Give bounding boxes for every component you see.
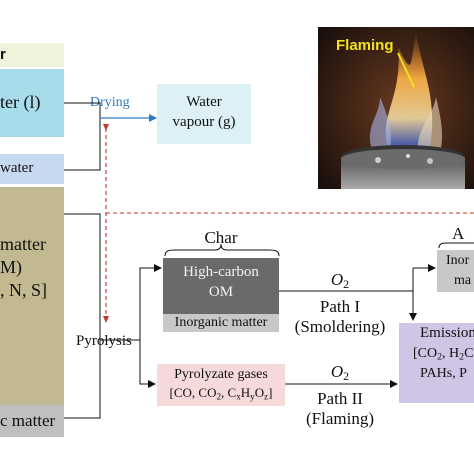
bound-water-label: water bbox=[0, 160, 34, 176]
path1-arrows bbox=[279, 264, 436, 321]
ash-line2: ma bbox=[454, 273, 472, 288]
emission-formula-a: [CO bbox=[413, 346, 438, 361]
organic-matter-line2: M) bbox=[0, 257, 22, 277]
pyrolyzate-formula-sub1: 2 bbox=[216, 391, 222, 402]
emission-line3: PAHs, P bbox=[420, 366, 467, 381]
pyrolysis-arrows bbox=[100, 264, 162, 388]
path1-oxygen: O2 bbox=[290, 270, 390, 292]
organic-matter-box bbox=[0, 187, 64, 405]
high-carbon-line2: OM bbox=[208, 284, 234, 300]
path1-oxygen-sub: 2 bbox=[343, 276, 350, 291]
pyrolyzate-formula-a: [CO, CO bbox=[169, 385, 217, 400]
flame-image bbox=[318, 27, 474, 189]
header-box bbox=[0, 43, 64, 67]
pyrolyzate-formula-sub2: x bbox=[236, 391, 241, 402]
water-vapour-line1: Water bbox=[186, 94, 222, 110]
inorganic-matter-label: c matter bbox=[0, 411, 56, 430]
char-inorganic-label: Inorganic matter bbox=[174, 315, 268, 330]
emission-line1: Emission bbox=[420, 325, 474, 341]
path2-line1: Path II bbox=[317, 389, 363, 408]
pyrolyzate-formula-e: ] bbox=[268, 385, 273, 400]
pyrolyzate-formula-sub4: z bbox=[264, 391, 269, 402]
pyrolyzate-formula-sub3: y bbox=[250, 391, 255, 402]
ash-line1: Inor bbox=[446, 253, 470, 268]
path2-oxygen-symbol: O bbox=[330, 362, 344, 381]
ash-brace bbox=[438, 242, 474, 249]
flaming-photo-label: Flaming bbox=[336, 37, 394, 54]
path1-line1: Path I bbox=[319, 297, 361, 316]
inorganic-matter-box bbox=[0, 405, 64, 437]
left-connector-lines bbox=[64, 102, 101, 419]
heat-feedback-dashed bbox=[103, 124, 474, 323]
char-inorganic-box bbox=[163, 314, 279, 332]
organic-matter-line1: matter bbox=[0, 234, 46, 254]
organic-matter-line3: , N, S] bbox=[0, 280, 48, 300]
high-carbon-om-box bbox=[163, 258, 279, 314]
pyrolysis-label: Pyrolysis bbox=[76, 333, 132, 349]
liquid-water-box bbox=[0, 69, 64, 137]
pyrolyzate-box bbox=[157, 364, 285, 406]
pyrolyzate-formula-d: O bbox=[254, 385, 265, 400]
liquid-water-label: ter (l) bbox=[0, 92, 41, 112]
pyrolyzate-formula-b: , C bbox=[221, 385, 237, 400]
water-vapour-box bbox=[157, 84, 251, 144]
path1-line2: (Smoldering) bbox=[294, 317, 386, 336]
path2-line2: (Flaming) bbox=[306, 409, 374, 428]
char-brace bbox=[164, 243, 280, 257]
emission-formula-sub1: 2 bbox=[437, 351, 443, 363]
emission-formula-c: C bbox=[464, 346, 474, 361]
ash-box bbox=[437, 250, 474, 292]
path2-oxygen: O2 bbox=[290, 362, 390, 384]
header-fragment: r bbox=[0, 46, 6, 63]
pyrolyzate-formula-c: H bbox=[240, 385, 251, 400]
bound-water-box bbox=[0, 154, 64, 184]
path1-oxygen-symbol: O bbox=[330, 270, 344, 289]
emission-formula-sub2: 2 bbox=[459, 351, 465, 363]
emission-line2: [CO2, H2C bbox=[413, 346, 473, 363]
emission-box bbox=[399, 323, 474, 403]
ash-label: A bbox=[452, 224, 465, 243]
emission-formula-b: , H bbox=[442, 346, 460, 361]
high-carbon-line1: High-carbon bbox=[183, 264, 259, 280]
char-label: Char bbox=[204, 228, 238, 247]
water-vapour-line2: vapour (g) bbox=[172, 114, 236, 130]
pyrolyzate-line2: [CO, CO2, CxHyOz] bbox=[157, 385, 285, 402]
pyrolyzate-line1: Pyrolyzate gases bbox=[174, 367, 268, 382]
flaming-photo: Flaming bbox=[318, 27, 474, 189]
path2-oxygen-sub: 2 bbox=[343, 368, 350, 383]
